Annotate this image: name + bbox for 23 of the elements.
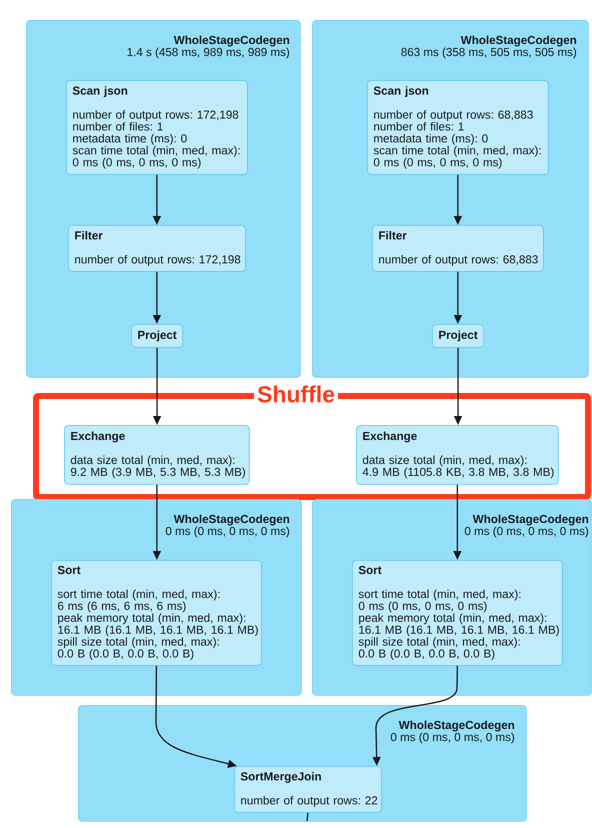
operator-box: SortMergeJoin number of output rows: 22 [234, 766, 382, 813]
operator-box: Project [432, 324, 484, 348]
stage-duration: 1.4 s (458 ms, 989 ms, 989 ms) [128, 48, 290, 58]
stage-name: WholeStageCodegen [460, 36, 576, 46]
operator-box: Exchange data size total (min, med, max): 9.2 MB (3.9 MB, 5.3 MB, 5.3 MB) [64, 425, 250, 485]
stage-duration: 863 ms (358 ms, 505 ms, 505 ms) [401, 48, 576, 58]
operator-box: Scan json number of output rows: 68,883 number of files: 1 metadata time (ms): 0 scan time total (min, med, max): 0 ms (0 ms, 0 ms, 0 ms) [367, 80, 549, 175]
operator-box: Exchange data size total (min, med, max): 4.9 MB (1105.8 KB, 3.8 MB, 3.8 MB) [356, 425, 559, 485]
stage-duration: 0 ms (0 ms, 0 ms, 0 ms) [390, 732, 514, 744]
operator-box: Sort sort time total (min, med, max): 6 ms (6 ms, 6 ms, 6 ms) peak memory total (min, med, max): 16.1 MB (16.1 MB, 16.1 MB, 16.1 MB) spill size total (min, med, max): 0.0 B (0.0 B, 0.0 B, 0.0 B) [51, 560, 262, 666]
stage-duration: 0 ms (0 ms, 0 ms, 0 ms) [464, 526, 588, 538]
stage-name: WholeStageCodegen [472, 514, 588, 526]
connector-line [306, 812, 309, 822]
stage-name: WholeStageCodegen [398, 720, 514, 732]
operator-box: Filter number of output rows: 172,198 [68, 225, 246, 272]
operator-box: Project [131, 324, 184, 348]
stage-duration: 0 ms (0 ms, 0 ms, 0 ms) [166, 526, 290, 538]
stage-name: WholeStageCodegen [174, 514, 290, 526]
operator-box: Sort sort time total (min, med, max): 0 ms (0 ms, 0 ms, 0 ms) peak memory total (min, med, max): 16.1 MB (16.1 MB, 16.1 MB, 16.1 MB) spill size total (min, med, max): 0.0 B (0.0 B, 0.0 B, 0.0 B) [352, 560, 563, 666]
highlight-label: Shuffle [254, 385, 338, 403]
operator-box: Scan json number of output rows: 172,198 number of files: 1 metadata time (ms): 0 scan time total (min, med, max): 0 ms (0 ms, 0 ms, 0 ms) [66, 80, 248, 175]
stage-name: WholeStageCodegen [174, 36, 290, 46]
operator-box: Filter number of output rows: 68,883 [372, 225, 544, 272]
